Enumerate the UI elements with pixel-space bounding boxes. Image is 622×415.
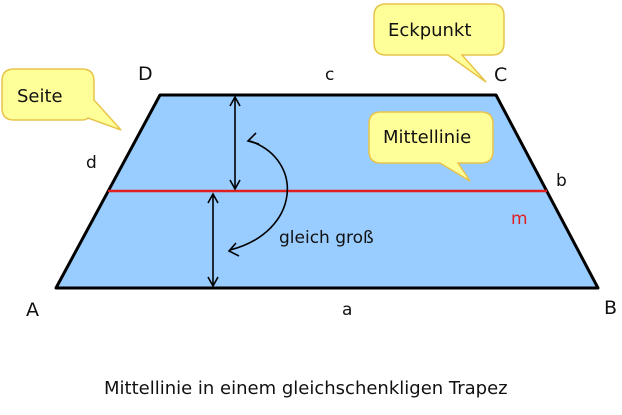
upper-height-arrow xyxy=(229,95,241,191)
lower-height-arrow xyxy=(207,192,219,288)
callout-midline: Mittellinie xyxy=(368,111,494,182)
side-label-c: c xyxy=(325,65,334,85)
diagram-caption: Mittellinie in einem gleichschenkligen T… xyxy=(104,378,508,399)
vertex-label-a: A xyxy=(26,299,39,321)
vertex-label-b: B xyxy=(604,297,617,319)
callout-midline-text: Mittellinie xyxy=(383,127,471,148)
midline-label: m xyxy=(511,209,528,229)
equal-size-curved-arrow xyxy=(227,132,289,257)
vertex-label-c: C xyxy=(494,64,507,86)
equal-size-label: gleich groß xyxy=(279,228,374,248)
callout-vertex: Eckpunkt xyxy=(373,3,505,83)
vertex-label-d: D xyxy=(138,63,153,85)
callout-side-text: Seite xyxy=(17,86,63,107)
side-label-b: b xyxy=(556,171,567,191)
side-label-a: a xyxy=(342,300,352,320)
callout-vertex-text: Eckpunkt xyxy=(388,20,471,41)
callout-side: Seite xyxy=(1,68,122,131)
side-label-d: d xyxy=(86,153,97,173)
